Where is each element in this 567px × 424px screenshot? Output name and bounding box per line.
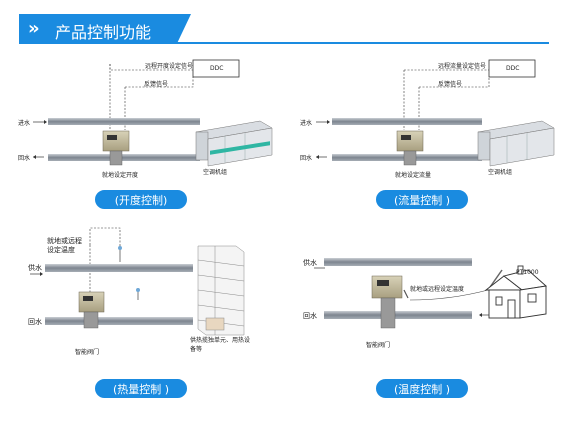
ahu-unit — [195, 120, 273, 167]
setting-label: 就地或远程设定温度 — [410, 286, 465, 293]
heat-control-button[interactable]: (热量控制 ) — [95, 379, 187, 398]
header-rule — [19, 42, 549, 44]
ddc-label: DDC — [506, 65, 520, 72]
flow-control-button[interactable]: (流量控制 ) — [376, 190, 468, 209]
valve-body — [403, 150, 417, 166]
section-title: 产品控制功能 — [55, 23, 152, 42]
ahu-label: 空调机组 — [488, 169, 513, 176]
ddc-box — [192, 59, 240, 78]
valve-actuator — [396, 130, 424, 152]
setting-label: 就地或远程 设定温度 — [47, 237, 82, 254]
valve-actuator — [102, 130, 130, 152]
sensor-cable — [409, 289, 489, 301]
sensor-label: PT1000 — [516, 269, 539, 276]
panel-temperature — [314, 258, 548, 329]
valve-body — [109, 150, 123, 166]
remote-signal-label: 远程流量设定信号 — [438, 63, 487, 70]
supply-pipe — [48, 118, 200, 125]
valve-actuator — [371, 275, 403, 299]
return-pipe — [324, 311, 472, 319]
valve-actuator — [78, 291, 105, 313]
supply-pipe — [332, 118, 482, 125]
return-label: 回水 — [18, 155, 31, 162]
supply-label: 供水 — [28, 264, 42, 272]
ahu-unit — [477, 120, 555, 167]
supply-label: 进水 — [18, 120, 31, 127]
section-header: » 产品控制功能 — [19, 14, 191, 43]
feedback-label: 反馈信号 — [144, 81, 169, 88]
supply-label: 供水 — [303, 259, 317, 267]
panel-opening — [33, 59, 273, 167]
valve-label: 智能阀门 — [75, 349, 100, 356]
valve-body — [83, 311, 99, 329]
panel-flow — [316, 59, 555, 167]
opening-control-button[interactable]: (开度控制) — [95, 190, 187, 209]
panel-heat — [30, 227, 245, 336]
valve-label: 智能阀门 — [366, 342, 391, 349]
ddc-box — [488, 59, 536, 78]
return-pipe — [48, 154, 200, 161]
ddc-label: DDC — [210, 65, 224, 72]
building-riser — [197, 245, 245, 336]
feedback-label: 反馈信号 — [438, 81, 463, 88]
return-label: 回水 — [28, 318, 42, 326]
remote-signal-label: 远程开度设定信号 — [145, 63, 194, 70]
supply-pipe — [45, 264, 193, 272]
terminal-label: 供热揽独单元、用热设 备等 — [190, 337, 251, 353]
supply-label: 进水 — [300, 120, 313, 127]
local-set-label: 就地设定开度 — [102, 172, 139, 179]
valve-body — [380, 297, 396, 329]
supply-pipe — [324, 258, 472, 266]
return-pipe — [45, 317, 193, 325]
return-label: 回水 — [303, 312, 317, 320]
ahu-label: 空调机组 — [203, 169, 228, 176]
temperature-control-button[interactable]: (温度控制 ) — [376, 379, 468, 398]
house-icon — [484, 265, 548, 319]
local-set-label: 就地设定流量 — [395, 172, 432, 179]
return-label: 回水 — [300, 155, 313, 162]
